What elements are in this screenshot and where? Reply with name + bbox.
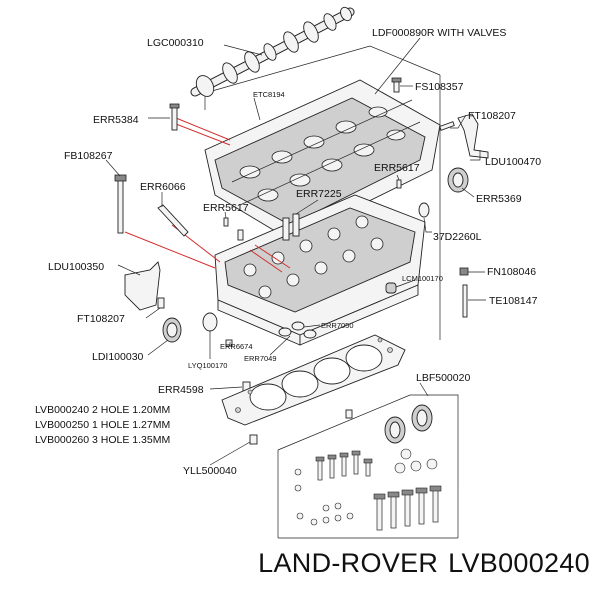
label-err7050: ERR7050 [321,321,354,330]
label-fs108357: FS108357 [415,81,464,93]
label-ft108207-top: FT108207 [468,110,516,122]
part-labels: LGC000310 LDF000890R WITH VALVES FS10835… [35,27,541,477]
gasket-kit-box [277,394,459,539]
label-lyq100170: LYQ100170 [188,361,227,370]
label-err6066: ERR6066 [140,181,186,193]
label-ft108207-left: FT108207 [77,313,125,325]
label-gasket-line2: LVB000250 1 HOLE 1.27MM [35,419,170,431]
part-footer: LAND-ROVER LVB000240 [0,548,600,579]
label-lgc000310: LGC000310 [147,37,204,49]
label-err5617-left: ERR5617 [203,202,249,214]
label-gasket-line3: LVB000260 3 HOLE 1.35MM [35,434,170,446]
label-err5369: ERR5369 [476,193,522,205]
label-ldf000890r: LDF000890R WITH VALVES [372,27,506,39]
label-err6674: ERR6674 [220,342,253,351]
label-gasket-line1: LVB000240 2 HOLE 1.20MM [35,404,170,416]
leader-lines [105,37,486,466]
footer-brand: LAND-ROVER [258,548,439,578]
label-ldi100030: LDI100030 [92,351,144,363]
label-lcm100170: LCM100170 [402,274,443,283]
head-gasket [221,334,406,426]
label-etc8194: ETC8194 [253,90,285,99]
label-ldu100350: LDU100350 [48,261,104,273]
injectors [237,213,300,241]
small-parts [114,77,489,445]
label-err5384: ERR5384 [93,114,139,126]
camshaft-carrier [204,79,441,241]
label-fb108267: FB108267 [64,150,113,162]
camshaft [190,6,355,97]
label-ldu100470: LDU100470 [485,156,541,168]
label-err7049: ERR7049 [244,354,277,363]
label-fn108046: FN108046 [487,266,536,278]
red-leader-lines [124,117,291,273]
label-te108147: TE108147 [489,295,538,307]
label-yll500040: YLL500040 [183,465,237,477]
footer-part-number: LVB000240 [448,548,590,578]
label-err5617-right: ERR5617 [374,162,420,174]
label-37d2260l: 37D2260L [433,231,482,243]
label-lbf500020: LBF500020 [416,372,470,384]
cylinder-head [214,194,426,346]
label-err4598: ERR4598 [158,384,204,396]
label-err7225: ERR7225 [296,188,342,200]
